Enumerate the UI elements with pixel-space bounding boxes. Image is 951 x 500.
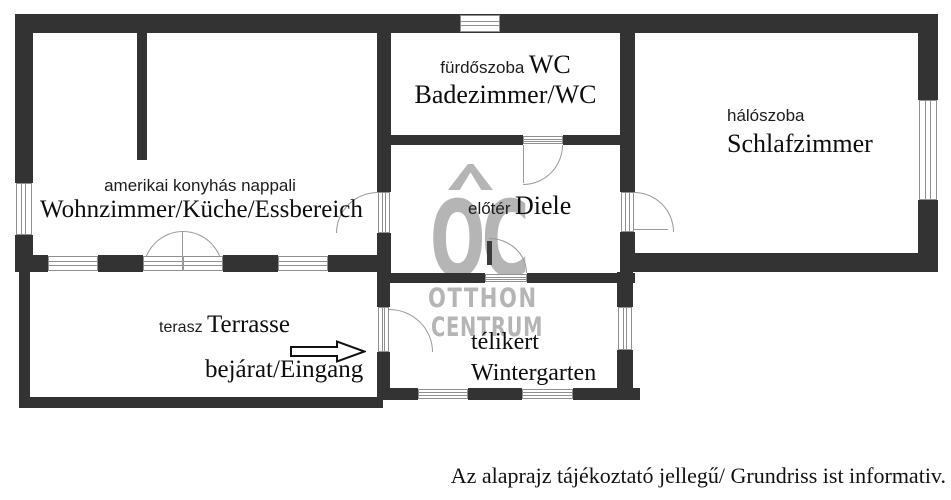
wintergarden-label-hu: télikert [471, 329, 539, 355]
door-hall-living [378, 192, 390, 233]
hall-label-hu: előtér [468, 199, 511, 218]
hall-label-de: Diele [514, 191, 572, 220]
bathroom-label-de: Badezimmer/WC [414, 80, 597, 109]
entrance-label: bejárat/Eingang [205, 356, 364, 383]
wall-wintergarden-right-upper [617, 272, 633, 307]
watermark-line1: OTTHON [428, 283, 538, 314]
window-wintergarden-2 [522, 389, 573, 399]
wall-bathroom-bottom-right [563, 135, 635, 145]
wall-wintergarden-right-lower [617, 350, 633, 400]
door-terrace-wintergarden [378, 307, 389, 352]
living-room-label-hu: amerikai konyhás nappali [104, 176, 296, 195]
wall-left-upper [15, 33, 33, 183]
wall-hall-bottom-left [377, 273, 485, 283]
bedroom-label-de: Schlafzimmer [727, 129, 873, 158]
wall-kitchen-stub [137, 33, 147, 160]
watermark-line2: CENTRUM [431, 312, 544, 343]
terrace-label-hu: terasz [159, 319, 203, 336]
wall-living-bottom-2 [98, 255, 143, 272]
door-hall-bedroom [621, 192, 634, 232]
wintergarden-label-de: Wintergarten [471, 360, 597, 386]
living-room-label: amerikai konyhás nappali Wohnzimmer/Küch… [40, 176, 363, 224]
wall-hall-bottom-right [527, 273, 635, 283]
terrace-label: terasz Terrasse [159, 311, 290, 339]
disclaimer-text: Az alaprajz tájékoztató jellegű/ Grundri… [450, 463, 946, 488]
window-right-bedroom [919, 100, 937, 200]
window-top-bathroom [460, 15, 500, 32]
wall-terrace-bottom [19, 397, 383, 408]
door-bathroom-opening [523, 136, 563, 144]
bathroom-label-hu: fürdőszoba [440, 58, 525, 77]
window-wintergarden-1 [418, 389, 468, 399]
wall-wintergarden-left-upper [377, 283, 390, 307]
door-leaf-hall-bedroom [634, 229, 668, 230]
window-living-1 [48, 256, 98, 271]
wall-right-upper [918, 33, 938, 100]
wall-bedroom-left-upper [620, 33, 635, 192]
wall-wintergarden-bottom-2 [468, 388, 522, 400]
door-arc-hall-bedroom [634, 192, 674, 232]
wall-living-bottom-4 [328, 255, 391, 272]
door-leaf-french [182, 231, 183, 271]
bathroom-label-hu2: WC [528, 50, 571, 79]
living-room-label-de: Wohnzimmer/Küche/Essbereich [40, 196, 363, 223]
wall-hall-left-upper [377, 33, 391, 192]
bedroom-label-hu: hálószoba [727, 106, 805, 125]
door-leaf-hall-wintergarden [487, 241, 492, 265]
wall-bathroom-bottom-left [377, 135, 523, 145]
wall-living-bottom-3 [223, 255, 278, 272]
door-arc-terrace-wintergarden [389, 309, 433, 352]
window-wintergarden-right [618, 307, 632, 350]
bathroom-label-line1: fürdőszoba WC [378, 50, 633, 80]
window-left-living [16, 183, 32, 235]
wintergarden-label: télikert Wintergarten [471, 329, 596, 387]
door-hall-wintergarden-opening [485, 274, 527, 282]
door-arc-bathroom [523, 145, 563, 185]
door-leaf-bathroom [523, 145, 524, 183]
hall-label: előtér Diele [468, 191, 571, 221]
bathroom-label: fürdőszoba WC Badezimmer/WC [378, 50, 633, 110]
wall-bedroom-bottom [620, 253, 938, 272]
entrance-arrow-icon [290, 340, 366, 363]
terrace-label-de: Terrasse [207, 311, 290, 338]
french-door-mullion [182, 256, 184, 271]
wall-wintergarden-bottom-1 [383, 388, 418, 400]
wall-terrace-left [19, 263, 30, 408]
bedroom-label: hálószoba Schlafzimmer [727, 106, 873, 159]
window-living-2 [278, 256, 328, 271]
